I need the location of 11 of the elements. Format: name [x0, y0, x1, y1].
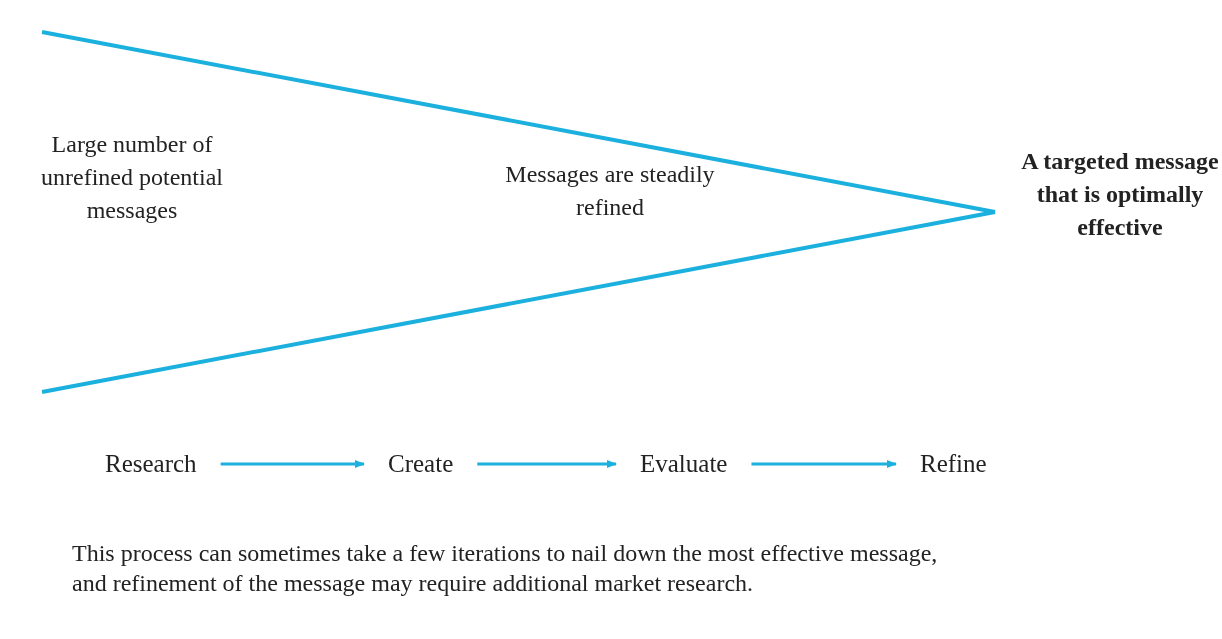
arrow [751, 460, 897, 468]
funnel-label: Messages are steadily refined [504, 160, 716, 222]
arrow [477, 460, 617, 468]
arrow [220, 460, 365, 468]
funnel-label: Large number of unrefined potential messages [40, 130, 224, 225]
result-text: A targeted message that is optimally effective [1020, 147, 1220, 242]
step-label: Create [388, 450, 454, 478]
step-label: Evaluate [640, 450, 728, 478]
caption: This process can sometimes take a few iterations to nail down the most effective message, and refinement of the message may require additional market research. [72, 539, 939, 598]
step-label: Research [105, 450, 197, 478]
step-label: Refine [920, 450, 987, 478]
